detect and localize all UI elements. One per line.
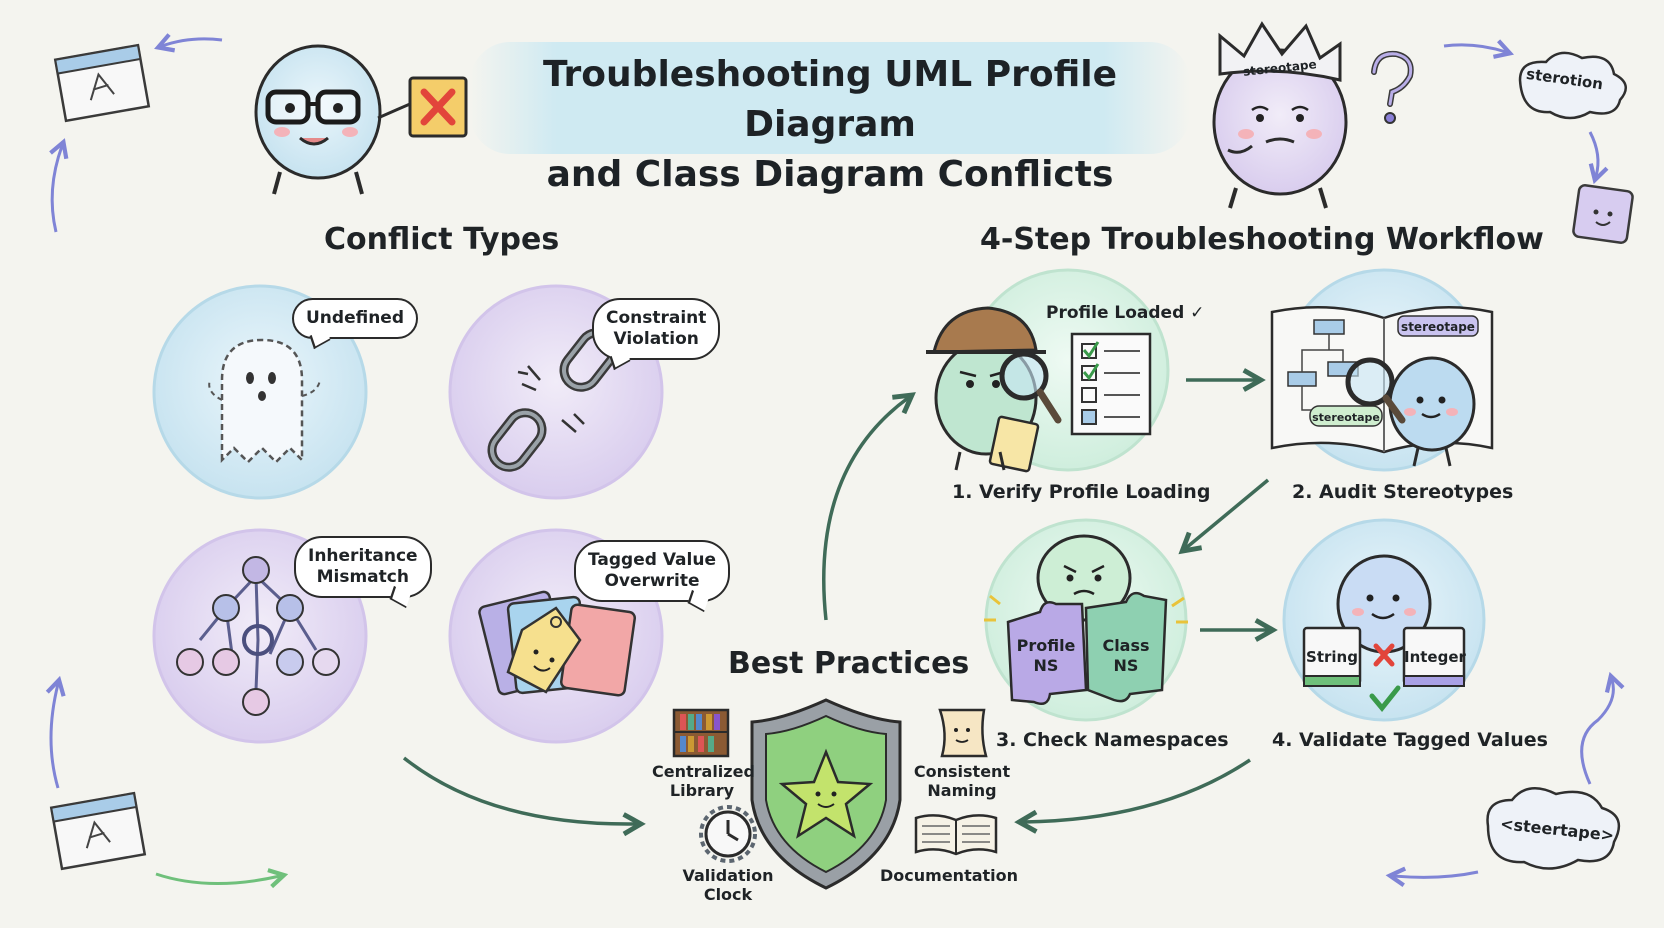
checklist-icon xyxy=(1070,332,1152,436)
stereotype-tag-top: stereotape xyxy=(1401,320,1475,334)
arrow-left-upper xyxy=(52,146,62,233)
bubble-inheritance-mismatch: Inheritance Mismatch xyxy=(294,536,432,598)
arrow-right-lower xyxy=(1580,680,1614,785)
bookshelf-icon xyxy=(672,708,730,758)
book-icon xyxy=(914,814,998,856)
step1-label: 1. Verify Profile Loading xyxy=(952,481,1211,503)
step4-label: 4. Validate Tagged Values xyxy=(1272,729,1548,751)
cube-face-icon xyxy=(1572,184,1634,244)
title-band xyxy=(470,42,1190,154)
window-sketch-icon-top-left xyxy=(53,43,151,123)
question-mark-icon xyxy=(1371,50,1414,124)
bp-label-centralized-library: Centralized Library xyxy=(652,762,755,800)
puzzle-label-profile-ns: Profile NS xyxy=(1016,636,1076,675)
step3-label: 3. Check Namespaces xyxy=(996,729,1229,751)
window-sketch-icon-bottom-left xyxy=(49,791,147,871)
arrow-step2-to-step3 xyxy=(1186,478,1270,548)
arrow-best-practices-to-step1 xyxy=(822,398,908,621)
bp-label-validation-clock: Validation Clock xyxy=(682,866,774,904)
step4-circle xyxy=(1282,518,1486,722)
tags-icon xyxy=(478,590,637,697)
validator-mascot xyxy=(1302,554,1466,712)
arrow-bottom-right xyxy=(1394,872,1479,877)
shield-icon xyxy=(750,698,902,890)
card-label-integer: Integer xyxy=(1404,648,1466,666)
title-line-2: and Class Diagram Conflicts xyxy=(546,154,1114,195)
glasses-mascot xyxy=(254,44,411,195)
ghost-icon xyxy=(208,338,321,464)
cloud-badge-top-right xyxy=(1518,51,1627,120)
scroll-icon xyxy=(938,708,988,758)
arrow-bottom-left xyxy=(155,874,280,884)
best-practices-heading: Best Practices xyxy=(728,646,970,681)
puzzle-label-class-ns: Class NS xyxy=(1102,636,1150,675)
bubble-constraint-violation: Constraint Violation xyxy=(592,298,721,360)
magnifier-icon xyxy=(999,351,1062,424)
crowned-mascot: stereotape xyxy=(1212,21,1348,209)
error-x-icon xyxy=(408,76,468,138)
cloud-badge-bottom-right xyxy=(1486,787,1621,870)
step3-circle xyxy=(984,518,1188,722)
page-title: Troubleshooting UML Profile Diagram and … xyxy=(470,50,1190,200)
conflict-types-heading: Conflict Types xyxy=(324,222,560,257)
arrow-top-right xyxy=(1443,45,1506,52)
bp-label-documentation: Documentation xyxy=(880,866,1019,885)
puzzle-mascot xyxy=(984,534,1188,705)
detective-mascot xyxy=(926,306,1046,473)
broken-chain-icon xyxy=(487,328,619,472)
arrow-right-upper xyxy=(1588,131,1598,176)
bp-label-consistent-naming: Consistent Naming xyxy=(913,762,1011,800)
workflow-heading: 4-Step Troubleshooting Workflow xyxy=(980,222,1544,257)
profile-loaded-note: Profile Loaded ✓ xyxy=(1046,303,1205,323)
bubble-undefined: Undefined xyxy=(292,298,419,339)
arrow-step4-to-best-practices xyxy=(1024,758,1251,822)
arrow-conflicts-to-best-practices xyxy=(402,756,636,824)
auditor-mascot xyxy=(1345,356,1476,467)
arrow-top-left xyxy=(162,39,223,46)
stereotype-tag-bottom: stereotape xyxy=(1312,411,1380,424)
bubble-tagged-value-overwrite: Tagged Value Overwrite xyxy=(574,540,730,602)
step2-circle: stereotape stereotape xyxy=(1270,268,1494,472)
step1-circle xyxy=(926,268,1170,473)
card-label-string: String xyxy=(1306,648,1358,666)
arrow-left-lower xyxy=(51,684,58,789)
step2-label: 2. Audit Stereotypes xyxy=(1292,481,1514,503)
tangled-tree-icon xyxy=(176,556,340,716)
title-line-1: Troubleshooting UML Profile Diagram xyxy=(542,54,1118,145)
clock-icon xyxy=(699,805,757,863)
